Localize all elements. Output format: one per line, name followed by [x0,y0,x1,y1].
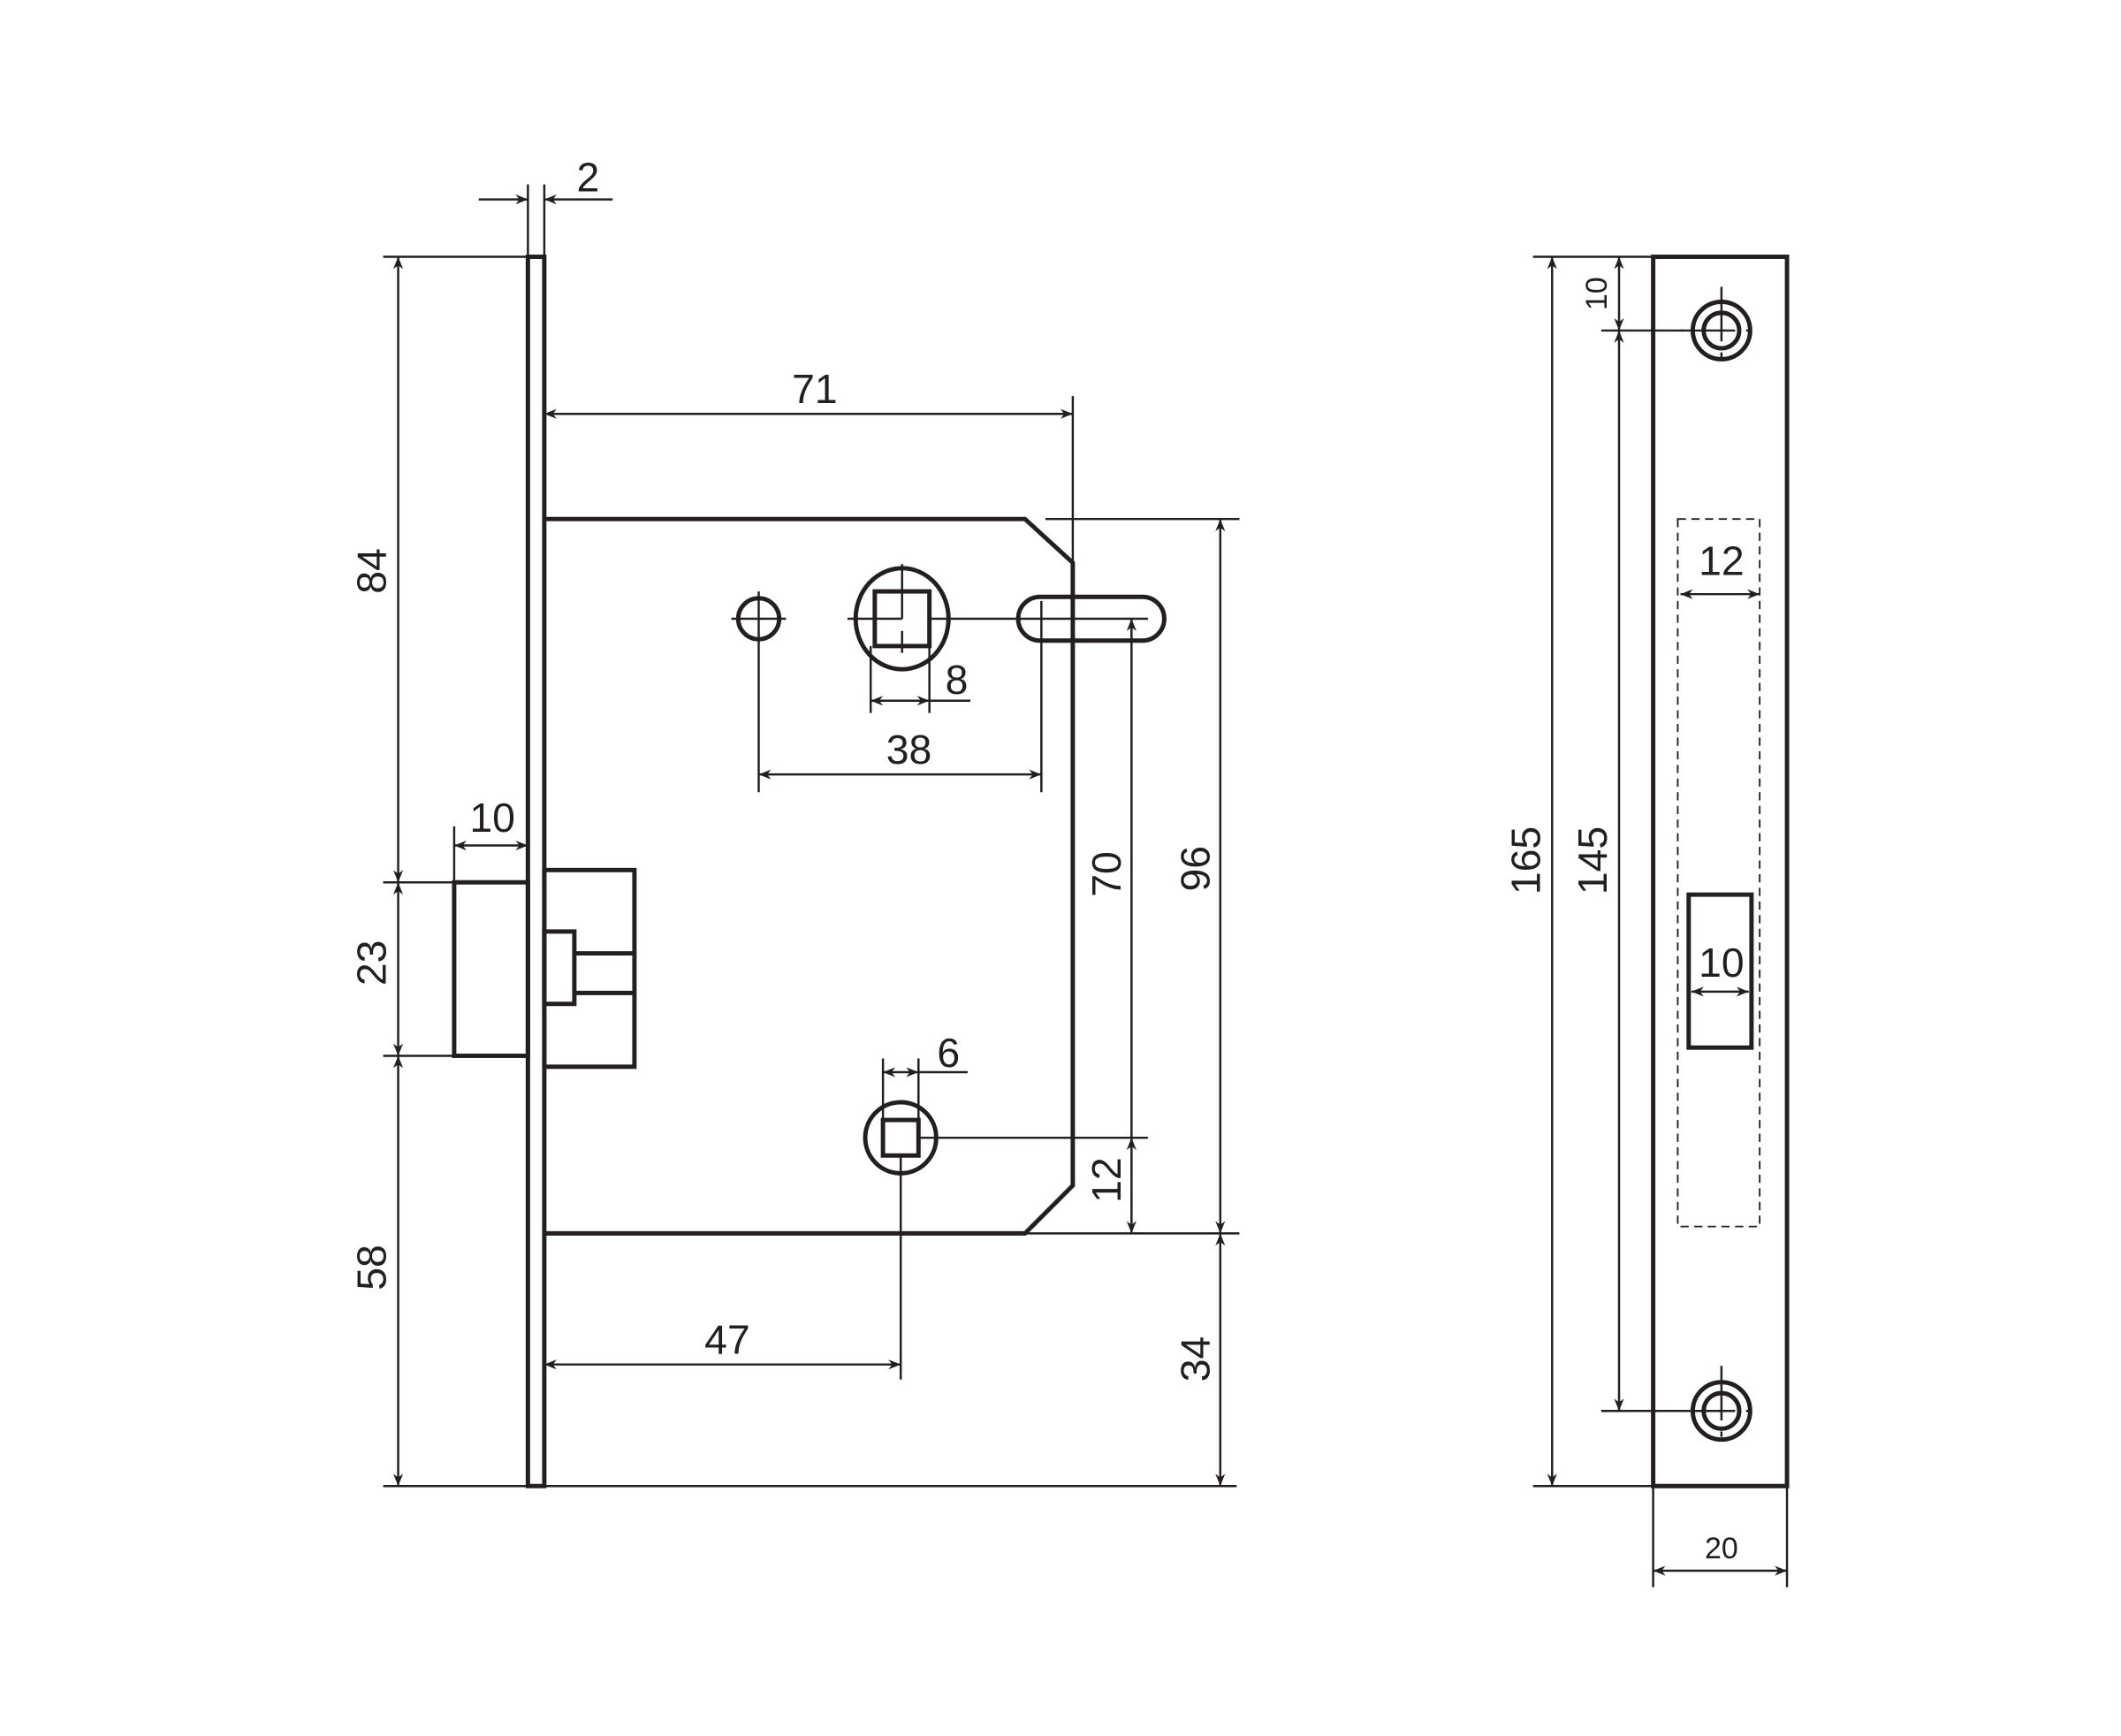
dim-top-to-latch: 84 [349,548,395,594]
latch-cutout-dashed [1676,518,1761,1228]
dim-latch-cutout-width: 12 [1699,538,1745,584]
faceplate [525,255,547,1489]
latch-bolt [452,879,530,1058]
dim-strike-hole-spacing: 145 [1570,826,1615,895]
thumb-slot [1015,594,1167,643]
screw-hole-top [1680,286,1771,380]
latch-housing [542,867,637,1070]
dim-bolt-cutout-width: 10 [1699,940,1745,986]
bolt-cutout [1686,892,1754,1050]
strike-plate-view: 165 10 145 20 12 10 [1502,255,1790,1588]
latch-stem [542,929,577,1007]
dim-body-to-bottom: 34 [1172,1336,1218,1382]
screw-hole-bottom [1680,1366,1771,1459]
dim-strike-top-to-hole: 10 [1580,277,1614,310]
dim-strike-width: 20 [1705,1532,1738,1565]
dim-latch-height: 23 [349,940,395,986]
dim-latch-projection: 10 [469,795,515,841]
dim-strike-total-height: 165 [1502,826,1548,895]
dim-spindle-to-thumb: 70 [1083,851,1129,897]
dim-spindle-square: 8 [946,657,969,703]
dim-latch-to-bottom: 58 [349,1245,395,1291]
dim-faceplate-thickness: 2 [576,154,599,200]
strike-plate [1651,255,1790,1489]
dim-backset-total: 71 [792,366,838,412]
dim-thumb-square: 6 [937,1030,960,1076]
dim-thumb-to-bottom: 12 [1083,1157,1129,1203]
lock-body-view: 2 84 23 58 10 71 38 8 70 12 96 34 47 6 [349,154,1240,1489]
dim-hole-spacing: 38 [886,727,932,773]
lock-case [544,516,1076,1236]
dim-thumb-backset: 47 [704,1316,750,1362]
dim-body-height: 96 [1172,846,1218,892]
thumbturn-square [880,1117,921,1158]
